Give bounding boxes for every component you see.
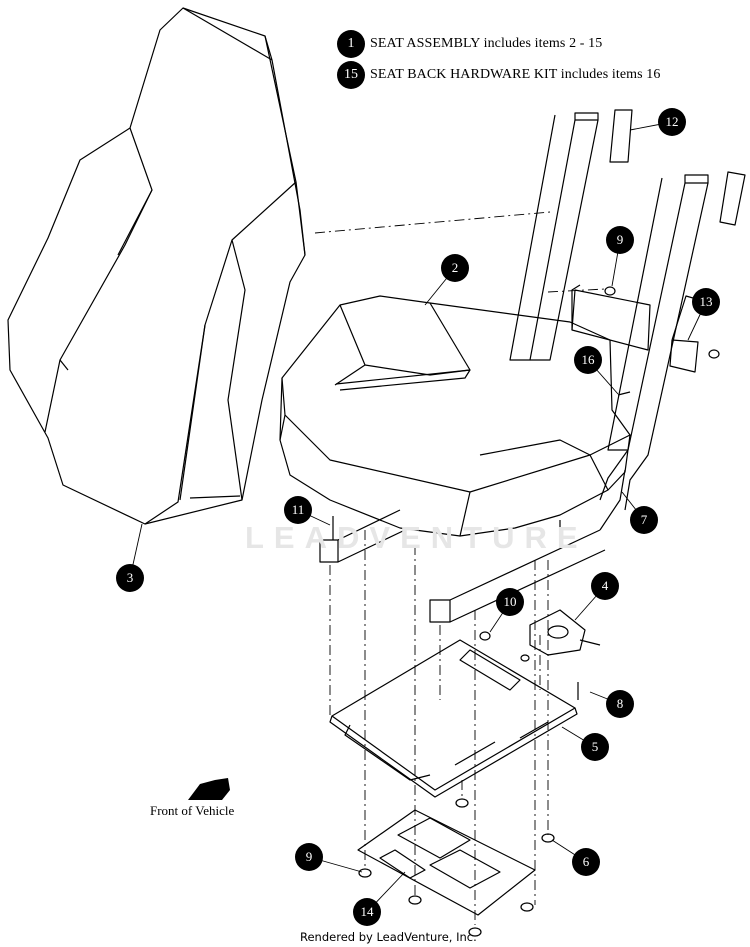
callout-11[interactable]: 11 <box>284 496 312 524</box>
seat-back-cushion <box>7 7 306 525</box>
seat-latch <box>529 609 601 656</box>
seat-bottom-cushion <box>279 295 631 537</box>
callout-16[interactable]: 16 <box>574 346 602 374</box>
footer-credit: Rendered by LeadVenture, Inc. <box>300 930 477 944</box>
seat-back-pads <box>609 109 746 226</box>
seat-back-frame <box>509 112 709 511</box>
callout-4[interactable]: 4 <box>591 572 619 600</box>
callout-2[interactable]: 2 <box>441 254 469 282</box>
alignment-lines <box>314 211 606 925</box>
legend-row-seat-assembly: 1 SEAT ASSEMBLY includes items 2 - 15 <box>337 29 602 59</box>
fasteners <box>332 286 720 937</box>
callout-10[interactable]: 10 <box>496 588 524 616</box>
front-of-vehicle-label: Front of Vehicle <box>150 803 235 818</box>
front-arrow-icon <box>188 778 230 800</box>
legend-text: SEAT ASSEMBLY includes items 2 - 15 <box>370 36 603 51</box>
callout-3[interactable]: 3 <box>116 564 144 592</box>
callout-7[interactable]: 7 <box>630 506 658 534</box>
callout-12[interactable]: 12 <box>658 108 686 136</box>
seat-base-rails <box>319 469 626 623</box>
seat-base-pan <box>329 639 578 798</box>
watermark-text: LEADVENTURE <box>245 520 588 555</box>
mounting-plate <box>357 809 536 916</box>
callout-8[interactable]: 8 <box>606 690 634 718</box>
legend-badge: 1 <box>337 30 365 58</box>
callout-13[interactable]: 13 <box>692 288 720 316</box>
callout-9-bottom[interactable]: 9 <box>295 843 323 871</box>
legend-badge: 15 <box>337 61 365 89</box>
legend-row-hardware-kit: 15 SEAT BACK HARDWARE KIT includes items… <box>337 60 660 90</box>
legend-text: SEAT BACK HARDWARE KIT includes items 16 <box>370 67 661 82</box>
callout-5[interactable]: 5 <box>581 733 609 761</box>
callout-14[interactable]: 14 <box>353 898 381 926</box>
callout-6[interactable]: 6 <box>572 848 600 876</box>
callout-9-top[interactable]: 9 <box>606 226 634 254</box>
